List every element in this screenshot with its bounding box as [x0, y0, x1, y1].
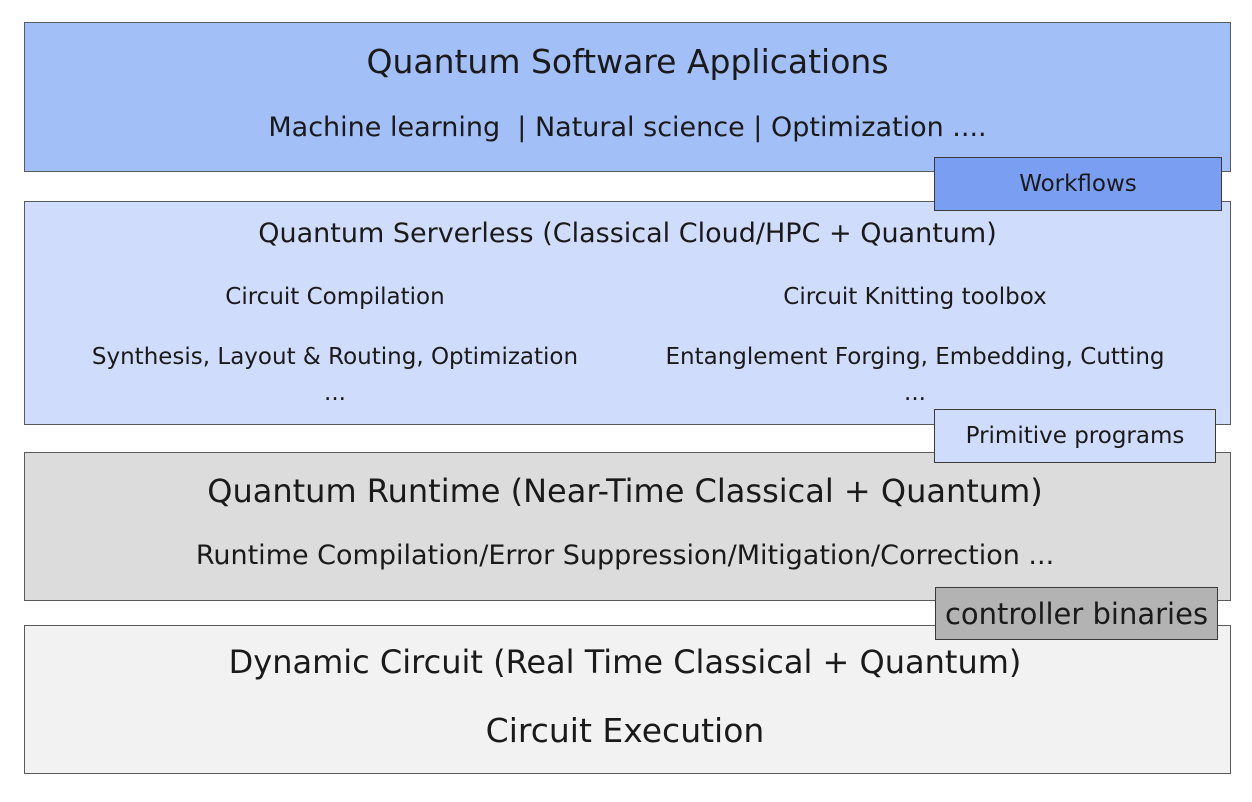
quantum-software-applications-layer: Quantum Software Applications Machine le…	[24, 22, 1231, 172]
runtime-title: Quantum Runtime (Near-Time Classical + Q…	[207, 472, 1043, 510]
circuit-compilation-ellipsis: ...	[324, 380, 346, 406]
circuit-knitting-ellipsis: ...	[904, 380, 926, 406]
workflows-tag: Workflows	[934, 157, 1222, 211]
runtime-subtitle: Runtime Compilation/Error Suppression/Mi…	[195, 540, 1055, 571]
quantum-serverless-layer: Quantum Serverless (Classical Cloud/HPC …	[24, 201, 1231, 425]
serverless-title: Quantum Serverless (Classical Cloud/HPC …	[258, 218, 997, 249]
circuit-knitting-items: Entanglement Forging, Embedding, Cutting	[665, 344, 1165, 370]
circuit-compilation-items: Synthesis, Layout & Routing, Optimizatio…	[91, 344, 579, 370]
circuit-compilation-heading: Circuit Compilation	[225, 284, 445, 310]
applications-title: Quantum Software Applications	[366, 42, 889, 81]
primitive-programs-tag: Primitive programs	[934, 409, 1216, 463]
circuit-knitting-heading: Circuit Knitting toolbox	[783, 284, 1047, 310]
quantum-runtime-layer: Quantum Runtime (Near-Time Classical + Q…	[24, 452, 1231, 601]
dynamic-circuit-layer: Dynamic Circuit (Real Time Classical + Q…	[24, 625, 1231, 774]
applications-subtitle: Machine learning | Natural science | Opt…	[268, 112, 987, 143]
controller-binaries-tag: controller binaries	[935, 587, 1218, 640]
dynamic-circuit-title: Dynamic Circuit (Real Time Classical + Q…	[228, 643, 1022, 681]
circuit-execution-label: Circuit Execution	[485, 711, 765, 750]
